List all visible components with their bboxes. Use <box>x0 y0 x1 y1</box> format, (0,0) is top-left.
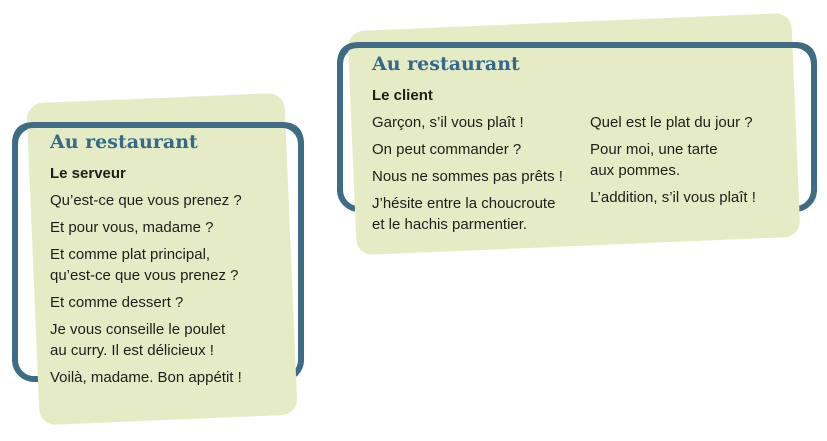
phrase: Nous ne sommes pas prêts ! <box>372 168 563 185</box>
card-title: Au restaurant <box>372 53 520 75</box>
serveur-paper-background <box>27 93 297 425</box>
phrase: On peut commander ? <box>372 141 522 158</box>
phrase: Et comme dessert ? <box>50 294 184 311</box>
card-client: Au restaurant Le client Garçon, s’il vou… <box>372 53 808 241</box>
client-frame-border-front <box>337 42 817 192</box>
speaker-label: Le client <box>372 87 433 104</box>
card-serveur-shapes <box>12 93 304 425</box>
phrase: Et comme plat principal,qu’est-ce que vo… <box>50 246 239 284</box>
phrase-columns: Garçon, s’il vous plaît ! On peut command… <box>372 112 808 241</box>
card-serveur: Au restaurant Le serveur Qu’est-ce que v… <box>50 131 300 394</box>
speaker-label: Le serveur <box>50 165 126 182</box>
phrase-column: Quel est le plat du jour ? Pour moi, une … <box>590 112 808 241</box>
phrase-column: Garçon, s’il vous plaît ! On peut command… <box>372 112 590 241</box>
phrase: Et pour vous, madame ? <box>50 219 214 236</box>
phrase-column: Qu’est-ce que vous prenez ? Et pour vous,… <box>50 190 300 388</box>
phrase: Quel est le plat du jour ? <box>590 114 753 131</box>
phrase: L’addition, s’il vous plaît ! <box>590 189 756 206</box>
phrase: Garçon, s’il vous plaît ! <box>372 114 524 131</box>
card-client-shapes <box>337 13 817 255</box>
phrase: Qu’est-ce que vous prenez ? <box>50 192 242 209</box>
serveur-frame-border-front <box>12 122 304 362</box>
client-paper-background <box>348 13 800 255</box>
card-title: Au restaurant <box>50 131 198 153</box>
phrase: Voilà, madame. Bon appétit ! <box>50 369 242 386</box>
